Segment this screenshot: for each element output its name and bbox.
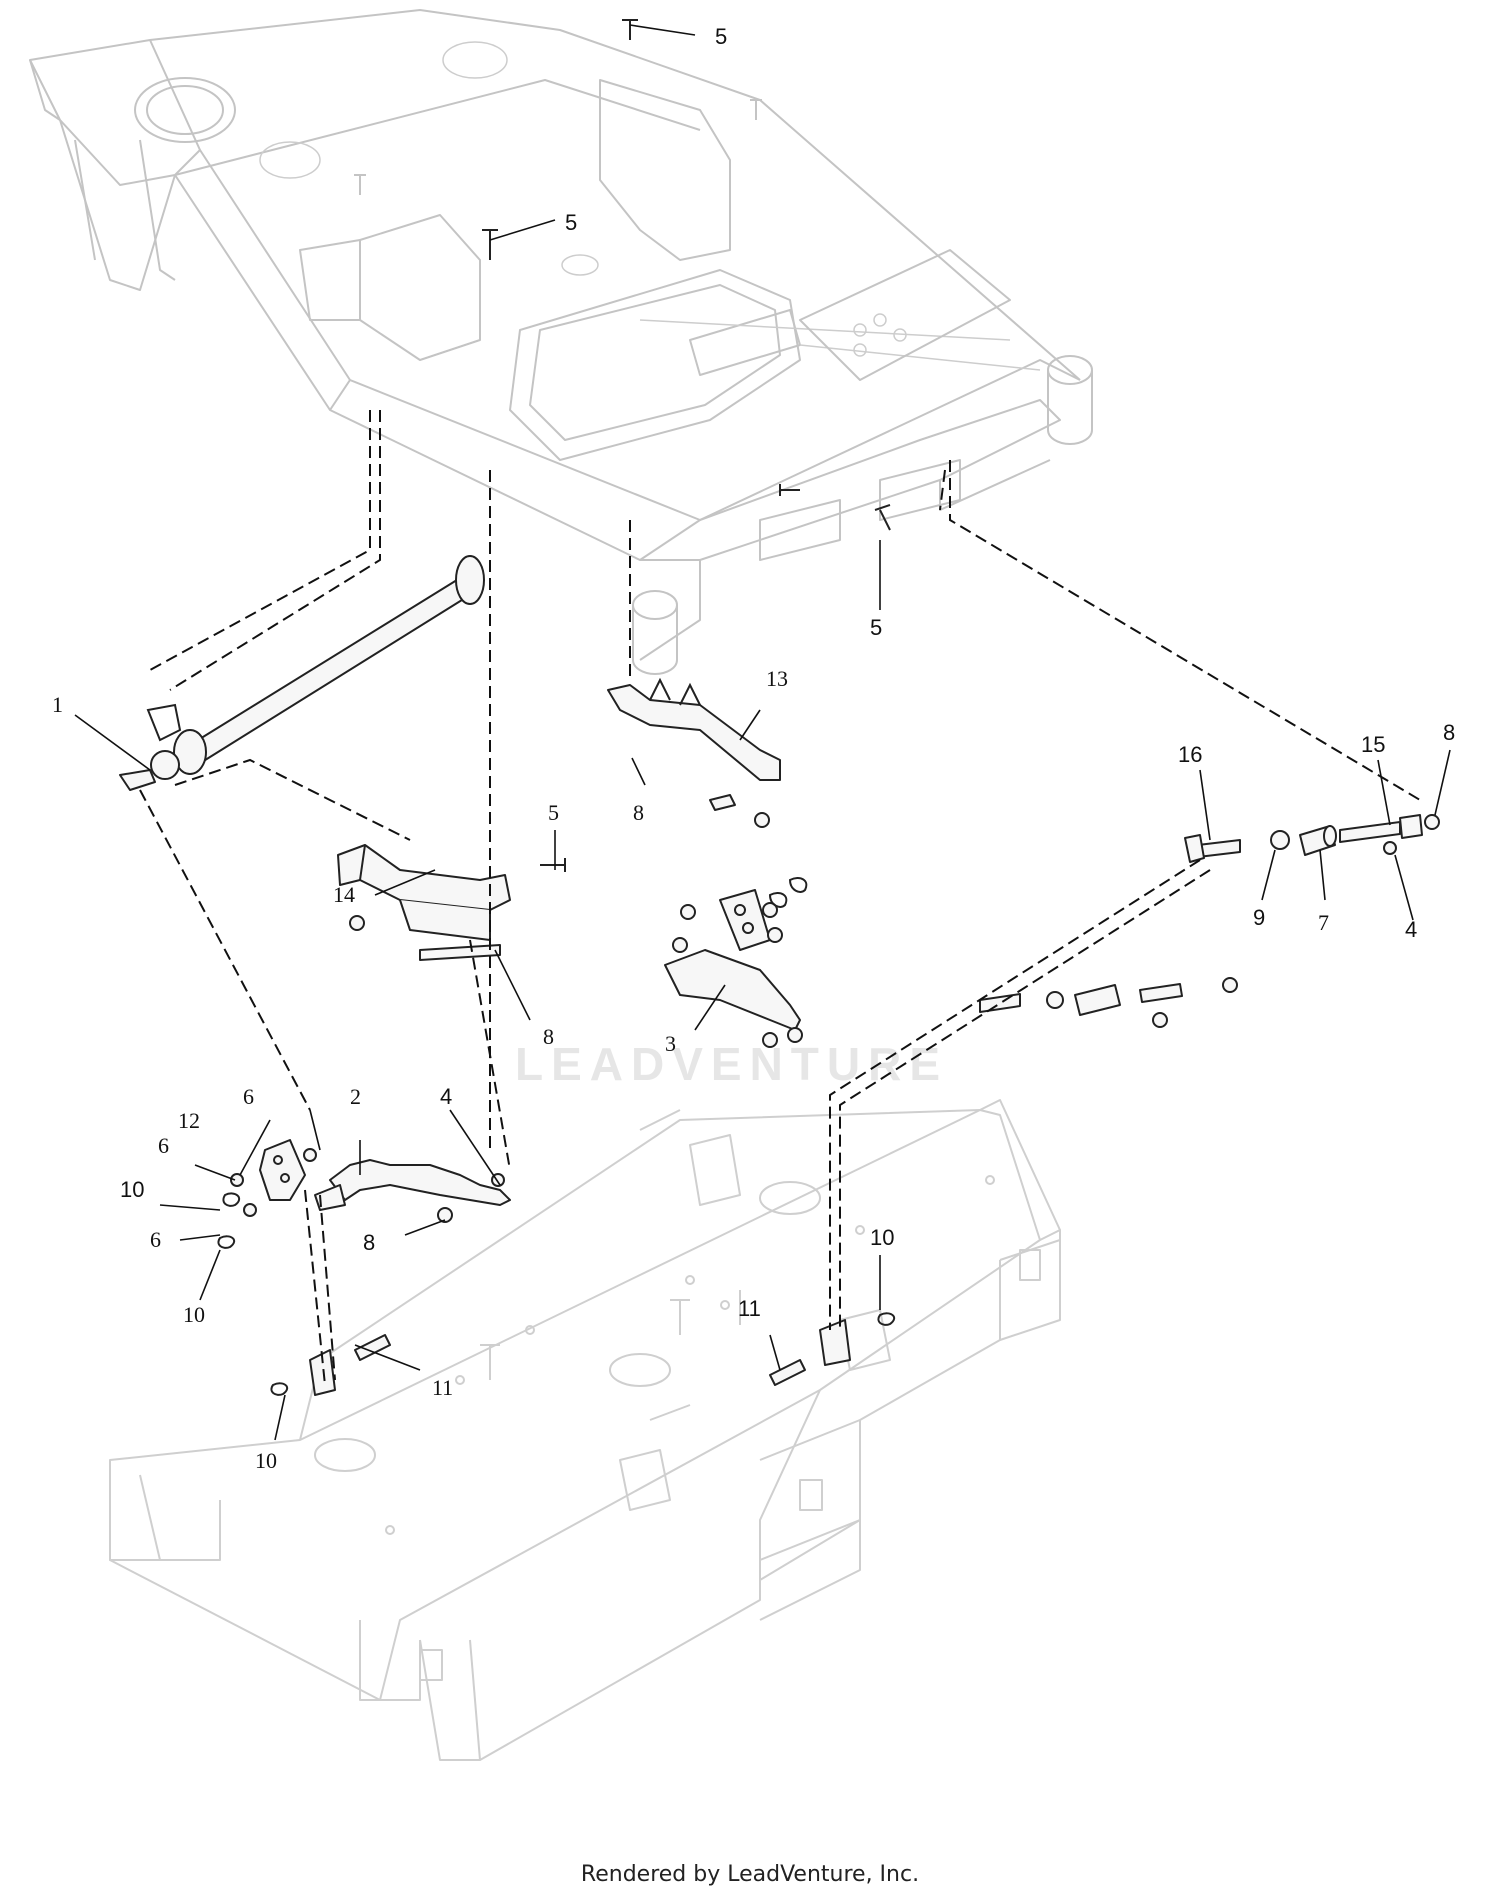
callout-4: 4 <box>1405 917 1417 942</box>
callout-12: 12 <box>178 1108 200 1133</box>
callout-8: 8 <box>633 800 644 825</box>
mower-frame <box>29 9 1093 675</box>
part-7-coupler <box>1074 825 1337 1016</box>
part-9-nut <box>1046 830 1290 1009</box>
part-8-locknut <box>1152 814 1440 1028</box>
callout-9: 9 <box>1253 905 1265 930</box>
part-11-clevis-pins <box>309 1319 851 1396</box>
part-13-front-bracket <box>607 677 781 828</box>
callout-10: 10 <box>183 1302 205 1327</box>
callout-16: 16 <box>1178 742 1202 767</box>
callout-6: 6 <box>243 1084 254 1109</box>
callout-13: 13 <box>766 666 788 691</box>
part-15-rod-end <box>979 814 1423 1013</box>
callout-5: 5 <box>870 615 882 640</box>
part-2-lift-arm <box>230 1139 511 1223</box>
callout-8: 8 <box>1443 720 1455 745</box>
callout-8: 8 <box>543 1024 554 1049</box>
callout-labels: 5 5 5 5 1 13 8 14 8 3 6 2 4 12 6 10 6 8 … <box>52 24 1455 1473</box>
callout-6: 6 <box>150 1227 161 1252</box>
assembly-lines <box>139 410 1421 1386</box>
callout-10: 10 <box>120 1177 144 1202</box>
watermark: LEADVENTURE <box>515 1038 948 1090</box>
callout-11: 11 <box>432 1375 453 1400</box>
part-10-hairpin-clips <box>217 1192 896 1396</box>
leader-lines <box>74 24 1451 1441</box>
callout-8: 8 <box>363 1230 375 1255</box>
mower-deck <box>109 1099 1061 1761</box>
footer-credit: Rendered by LeadVenture, Inc. <box>580 1862 920 1887</box>
callout-6: 6 <box>158 1133 169 1158</box>
callout-5: 5 <box>565 210 577 235</box>
part-16-rod-end <box>1184 834 1241 863</box>
callout-2: 2 <box>350 1084 361 1109</box>
part-1-lift-shaft <box>119 555 485 791</box>
callout-4: 4 <box>440 1084 452 1109</box>
callout-5: 5 <box>715 24 727 49</box>
callout-11: 11 <box>738 1296 761 1321</box>
callout-14: 14 <box>333 882 355 907</box>
callout-7: 7 <box>1318 910 1329 935</box>
callout-3: 3 <box>665 1031 676 1056</box>
callout-10: 10 <box>870 1225 894 1250</box>
callout-1: 1 <box>52 692 63 717</box>
part-14-lift-bracket <box>337 844 511 961</box>
part-4-washer <box>1383 841 1397 855</box>
callout-10: 10 <box>255 1448 277 1473</box>
part-5-clevis-pins <box>482 19 891 872</box>
callout-5: 5 <box>548 800 559 825</box>
part-3-pivot-arm <box>664 877 808 1048</box>
callout-15: 15 <box>1361 732 1385 757</box>
